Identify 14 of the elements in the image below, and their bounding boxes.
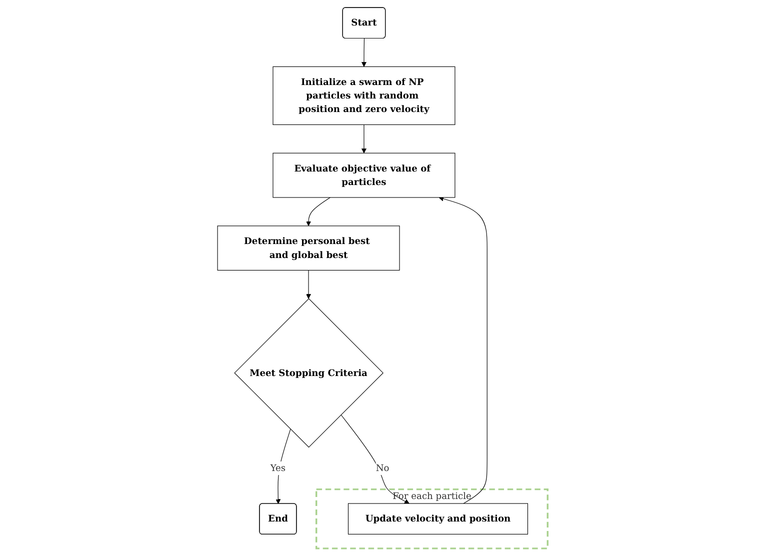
arrow — [439, 196, 488, 504]
arrow — [362, 124, 367, 153]
arrow — [362, 38, 367, 66]
arrow — [276, 428, 292, 504]
node-box: Update velocity and position — [348, 502, 528, 534]
edge-label: Yes — [270, 462, 286, 473]
node-diamond: Meet Stopping Criteria — [234, 298, 384, 448]
arrow — [341, 414, 410, 504]
node-box: Evaluate objective value of particles — [273, 152, 456, 198]
arrow — [306, 269, 312, 298]
edge-label: No — [376, 462, 390, 473]
node-box: Determine personal best and global best — [218, 225, 400, 270]
node-box: Initialize a swarm of NP particles with random position and zero velocity — [273, 66, 456, 124]
arrow — [306, 196, 331, 226]
